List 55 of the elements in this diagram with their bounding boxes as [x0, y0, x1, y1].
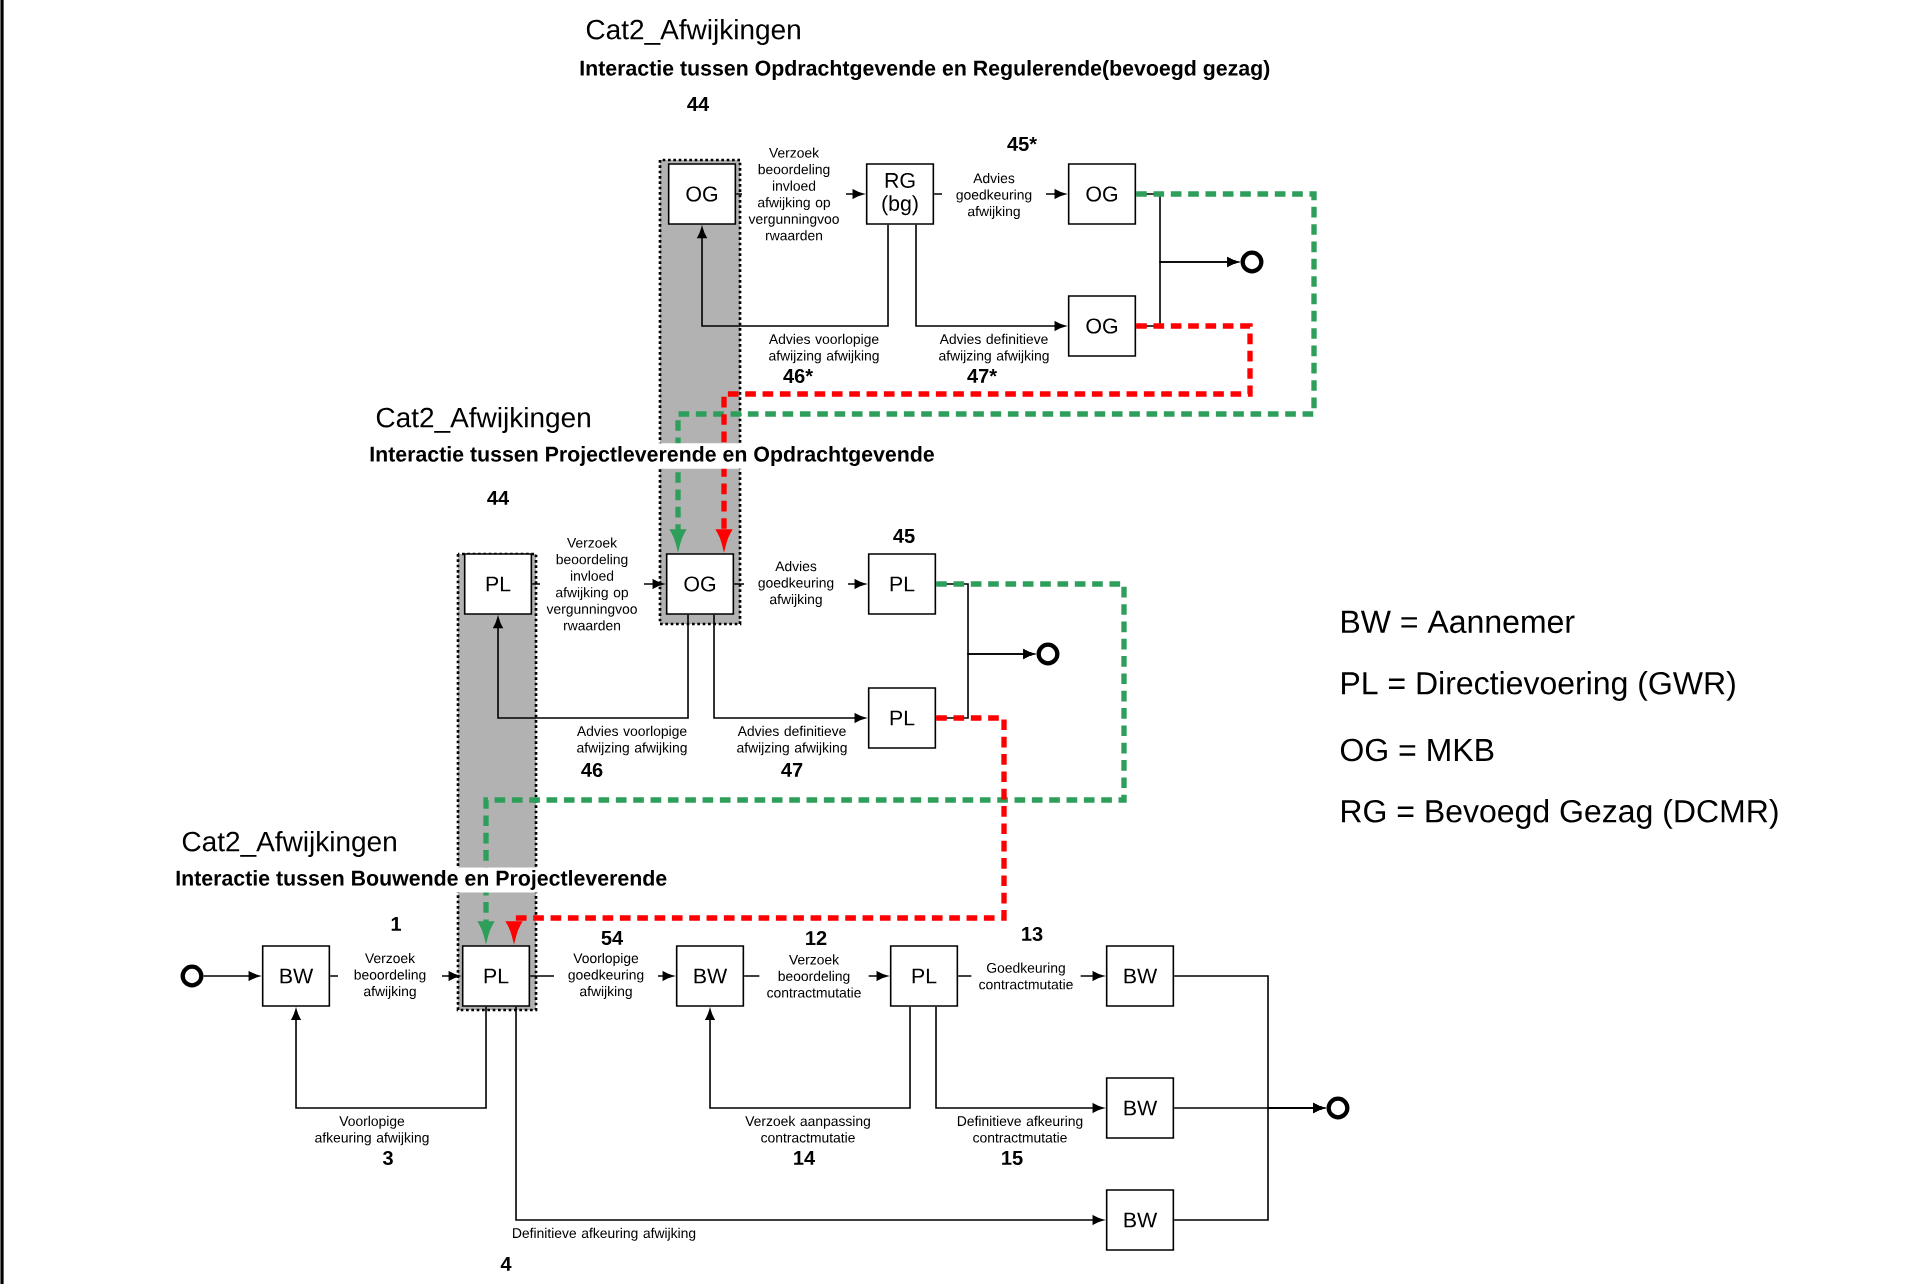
section-subtitle: Interactie tussen Bouwende en Projectleverende	[172, 867, 670, 893]
actor-box: PL	[889, 945, 959, 1007]
step-number: 1	[391, 917, 402, 931]
arrow	[713, 614, 866, 723]
arrow	[202, 971, 260, 981]
actor-box: PL	[867, 553, 937, 615]
actor-box: PL	[461, 945, 531, 1007]
step-number: 44	[687, 97, 709, 111]
event-circle	[1326, 1096, 1350, 1120]
arrow	[935, 1006, 1104, 1113]
event-circle	[1240, 250, 1264, 274]
actor-box: RG (bg)	[865, 163, 935, 225]
section-subtitle: Interactie tussen Projectleverende en Opdrachtgevende	[366, 443, 938, 469]
section-subtitle: Interactie tussen Opdrachtgevende en Regulerende(bevoegd gezag)	[576, 57, 1273, 83]
arrow	[493, 614, 689, 719]
actor-box: BW	[1105, 945, 1175, 1007]
step-number: 4	[500, 1257, 512, 1271]
step-number: 54	[601, 931, 623, 945]
step-number: 12	[806, 931, 827, 945]
actor-box: OG	[667, 163, 737, 225]
step-number: 46*	[783, 368, 813, 384]
actor-box: BW	[261, 945, 331, 1007]
event-circle	[180, 964, 204, 988]
legend-text: RG = Bevoegd Gezag (DCMR)	[1342, 799, 1778, 829]
arrow	[1173, 1103, 1325, 1221]
actor-box: OG	[1067, 295, 1137, 357]
legend-text: BW = Aannemer	[1342, 610, 1575, 634]
step-number: 45*	[1007, 137, 1037, 151]
arrow	[479, 581, 1127, 938]
step-number: 44	[487, 491, 509, 505]
step-number: 13	[1022, 926, 1043, 942]
actor-box: OG	[665, 553, 735, 615]
section-title: Cat2_Afwijkingen	[586, 18, 800, 46]
actor-box: BW	[1105, 1189, 1175, 1251]
step-number: 47*	[967, 369, 997, 383]
actor-box: PL	[867, 687, 937, 749]
actor-box: BW	[1105, 1077, 1175, 1139]
actor-box: BW	[675, 945, 745, 1007]
actor-box: PL	[463, 553, 533, 615]
step-number: 14	[794, 1151, 815, 1165]
step-number: 3	[382, 1150, 393, 1166]
section-title: Cat2_Afwijkingen	[182, 830, 396, 858]
step-number: 15	[1002, 1151, 1023, 1165]
arrow	[915, 224, 1066, 331]
arrow	[515, 1006, 1104, 1225]
legend-text: OG = MKB	[1340, 738, 1494, 762]
arrow	[697, 224, 889, 327]
step-number: 47	[781, 763, 803, 777]
step-number: 46	[581, 762, 603, 778]
legend-text: PL = Directievoering (GWR)	[1342, 671, 1735, 701]
actor-box: OG	[1067, 163, 1137, 225]
arrow	[705, 1006, 911, 1109]
section-title: Cat2_Afwijkingen	[376, 406, 590, 434]
arrow	[291, 1006, 487, 1109]
event-circle	[1036, 642, 1060, 666]
